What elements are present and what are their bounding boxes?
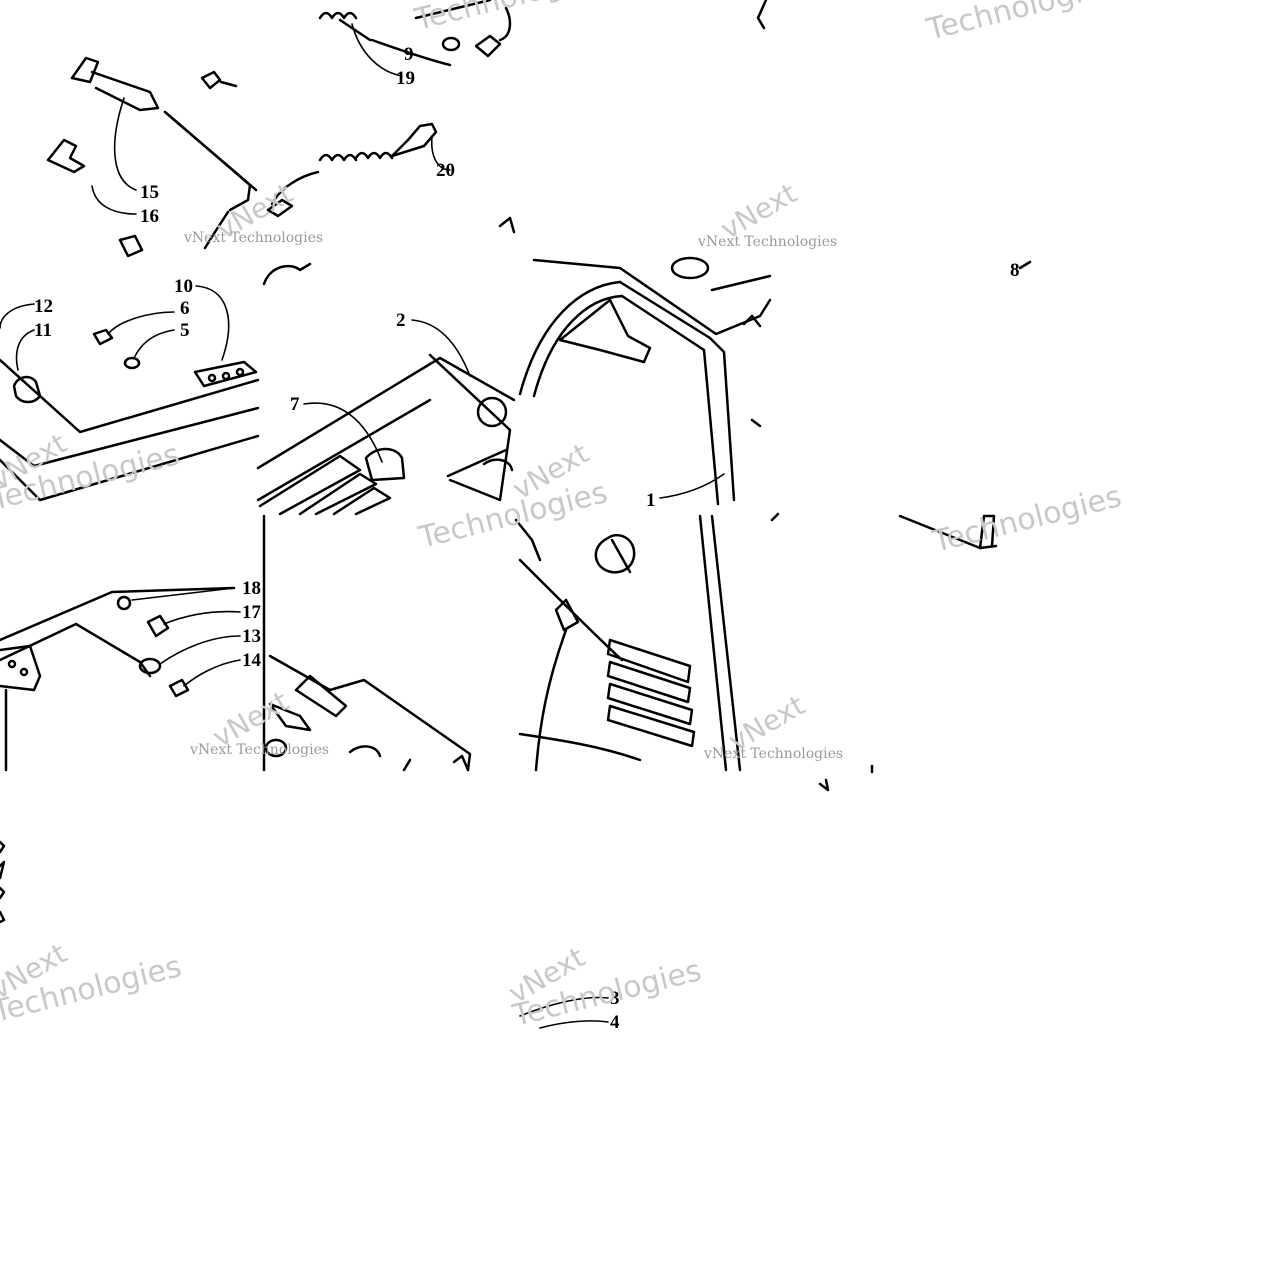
callout-7: 7 (290, 394, 300, 415)
callout-8: 8 (1010, 260, 1020, 281)
hood-lower-front (262, 514, 472, 772)
leader-lines-tile-c (0, 285, 230, 371)
callout-labels: 15 16 9 19 20 12 11 10 6 5 2 7 1 8 18 17… (34, 44, 1020, 1033)
watermark-text: Technologies (928, 479, 1124, 560)
leader-lines-tile-d (303, 319, 471, 463)
callout-15: 15 (140, 182, 159, 203)
watermark-layer: Technologies Technologies Technologies T… (0, 0, 1125, 1034)
leader-lines-tile-a (91, 97, 137, 215)
watermark-text: vNext Technologies (189, 742, 329, 758)
callout-10: 10 (174, 276, 193, 297)
callout-1: 1 (646, 490, 656, 511)
watermark-text: vNext Technologies (703, 746, 843, 762)
hood-front-vents (514, 514, 742, 772)
callout-18: 18 (242, 578, 261, 599)
fragment-labels-bottom (519, 996, 609, 1029)
callout-17: 17 (242, 602, 262, 623)
watermark-text: vNext Technologies (697, 234, 837, 250)
leader-lines-tile-f (131, 587, 241, 687)
fragment-labels-left (0, 840, 6, 924)
callout-4: 4 (610, 1012, 620, 1033)
callout-12: 12 (34, 296, 53, 317)
callout-5: 5 (180, 320, 190, 341)
callout-14: 14 (242, 650, 262, 671)
callout-3: 3 (610, 988, 620, 1009)
callout-9: 9 (404, 44, 414, 65)
watermark-text: Technologies (922, 0, 1118, 48)
leader-lines-tile-e (659, 473, 725, 499)
choke-cable-assembly (46, 56, 258, 258)
watermark-text: vNext Technologies (183, 230, 323, 246)
hood-side-lower (0, 586, 236, 772)
leader-lines-tile-b (351, 23, 451, 171)
callout-19: 19 (396, 68, 415, 89)
callout-13: 13 (242, 626, 261, 647)
callout-20: 20 (436, 160, 455, 181)
callout-6: 6 (180, 298, 190, 319)
callout-2: 2 (396, 310, 406, 331)
dash-panel (256, 216, 516, 516)
hood-side-panel (0, 328, 260, 502)
hood-rear-arch (518, 256, 772, 506)
callout-11: 11 (34, 320, 52, 341)
bracket-fragments (756, 0, 1032, 792)
callout-16: 16 (140, 206, 159, 227)
spring-cable-assembly (266, 0, 512, 218)
